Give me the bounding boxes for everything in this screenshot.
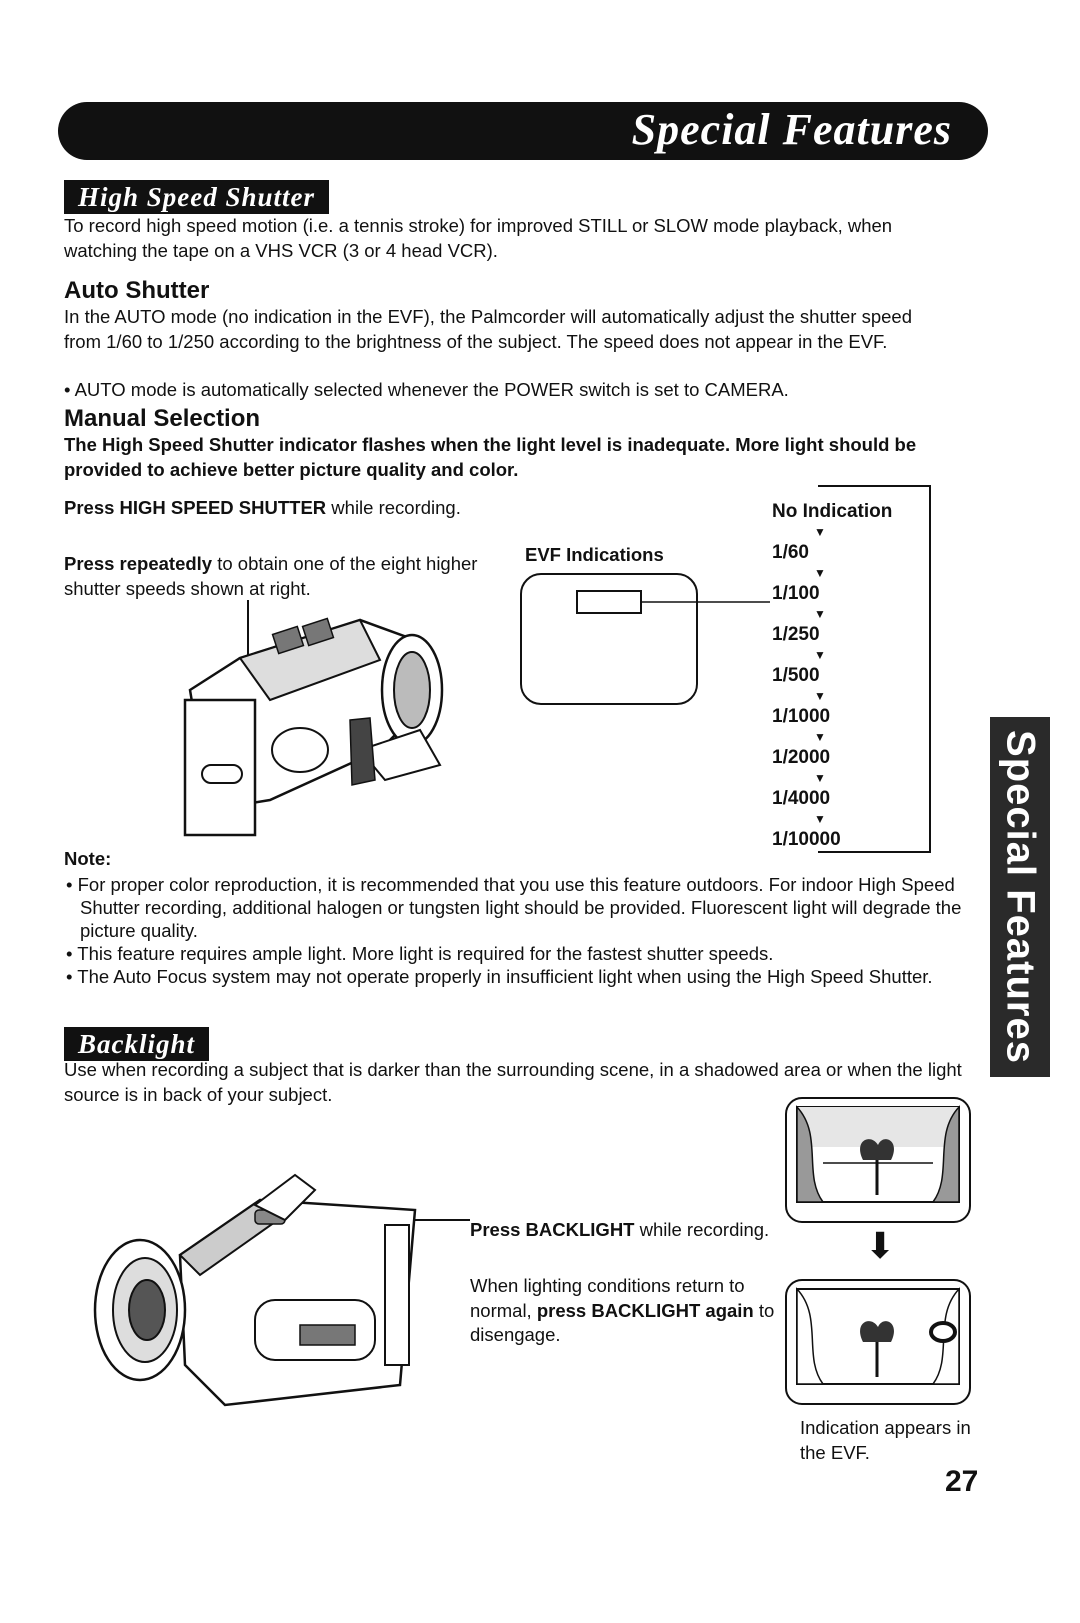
manual-warning: The High Speed Shutter indicator flashes… <box>64 434 917 480</box>
down-arrow-icon: ▼ <box>814 771 826 785</box>
down-arrow-icon: ▼ <box>814 730 826 744</box>
speed-1-500: 1/500 <box>772 665 820 686</box>
auto-shutter-text: In the AUTO mode (no indication in the E… <box>64 306 913 352</box>
note-item: • For proper color reproduction, it is r… <box>66 874 962 941</box>
press-backlight-rest: while recording. <box>634 1219 770 1240</box>
auto-shutter-heading: Auto Shutter <box>64 277 210 304</box>
down-arrow-icon: ▼ <box>814 607 826 621</box>
speed-1-100: 1/100 <box>772 583 820 604</box>
note-label: Note: <box>64 848 112 869</box>
down-arrow-icon: ▼ <box>814 812 826 826</box>
page-number: 27 <box>945 1465 979 1498</box>
camcorder-backlight-illustration <box>93 1173 470 1407</box>
press-backlight-instruction: Press BACKLIGHT while recording. <box>470 1218 770 1243</box>
down-arrow-icon: ▼ <box>814 525 826 539</box>
evf-frame <box>520 573 698 705</box>
speed-loop-bracket <box>818 485 931 853</box>
down-arrow-icon: ▼ <box>814 689 826 703</box>
side-tab: Special Features <box>990 717 1050 1077</box>
notes-list: • For proper color reproduction, it is r… <box>64 873 964 988</box>
speed-1-1000: 1/1000 <box>772 706 831 727</box>
evf-scene-after <box>785 1279 971 1405</box>
evf-indications-label: EVF Indications <box>525 544 664 565</box>
press-repeatedly-instruction: Press repeatedly to obtain one of the ei… <box>64 552 504 601</box>
press-shutter-bold: Press HIGH SPEED SHUTTER <box>64 497 327 518</box>
side-tab-label: Special Features <box>998 730 1043 1064</box>
speed-no-indication: No Indication <box>772 501 893 522</box>
high-speed-shutter-tag: High Speed Shutter <box>64 180 330 214</box>
press-backlight-bold: Press BACKLIGHT <box>470 1219 635 1240</box>
backlight-tag: Backlight <box>64 1027 210 1061</box>
backlight-indicator-icon <box>929 1321 957 1343</box>
press-repeatedly-bold: Press repeatedly <box>64 553 213 574</box>
banner-title: Special Features <box>631 105 952 154</box>
note-item: • The Auto Focus system may not operate … <box>66 966 933 987</box>
disengage-instruction: When lighting conditions return to norma… <box>470 1274 790 1348</box>
disengage-bold: press BACKLIGHT again <box>536 1299 754 1321</box>
camcorder-shutter-illustration <box>183 600 444 837</box>
speed-1-2000: 1/2000 <box>772 747 831 768</box>
backlight-intro: Use when recording a subject that is dar… <box>64 1059 962 1105</box>
evf-indicator-box <box>576 590 642 614</box>
speed-1-10000: 1/10000 <box>772 829 841 850</box>
speed-1-60: 1/60 <box>772 542 809 563</box>
disengage-text-b: to disengage. <box>470 1299 775 1346</box>
speed-1-4000: 1/4000 <box>772 788 831 809</box>
press-shutter-instruction: Press HIGH SPEED SHUTTER while recording… <box>64 496 494 521</box>
press-repeatedly-rest: to obtain one of the eight higher shutte… <box>64 553 478 599</box>
note-item: • This feature requires ample light. Mor… <box>66 943 774 964</box>
evf-scene-before <box>785 1097 971 1223</box>
manual-selection-heading: Manual Selection <box>64 405 261 432</box>
press-shutter-rest: while recording. <box>326 497 461 518</box>
down-arrow-icon: ▼ <box>814 648 826 662</box>
evf-frame-diagram <box>520 573 770 705</box>
down-arrow-icon: ⬇ <box>865 1225 896 1266</box>
disengage-text-a: When lighting conditions return to norma… <box>470 1275 745 1321</box>
speed-1-250: 1/250 <box>772 624 820 645</box>
section-banner: Special Features <box>58 102 988 160</box>
shutter-speed-sequence: No Indication 1/60 1/100 1/250 1/500 1/1… <box>758 480 938 860</box>
evf-indication-caption: Indication appears in the EVF. <box>800 1417 971 1463</box>
down-arrow-icon: ▼ <box>814 566 826 580</box>
high-speed-intro: To record high speed motion (i.e. a tenn… <box>64 215 893 261</box>
auto-shutter-bullet: • AUTO mode is automatically selected wh… <box>64 379 789 400</box>
